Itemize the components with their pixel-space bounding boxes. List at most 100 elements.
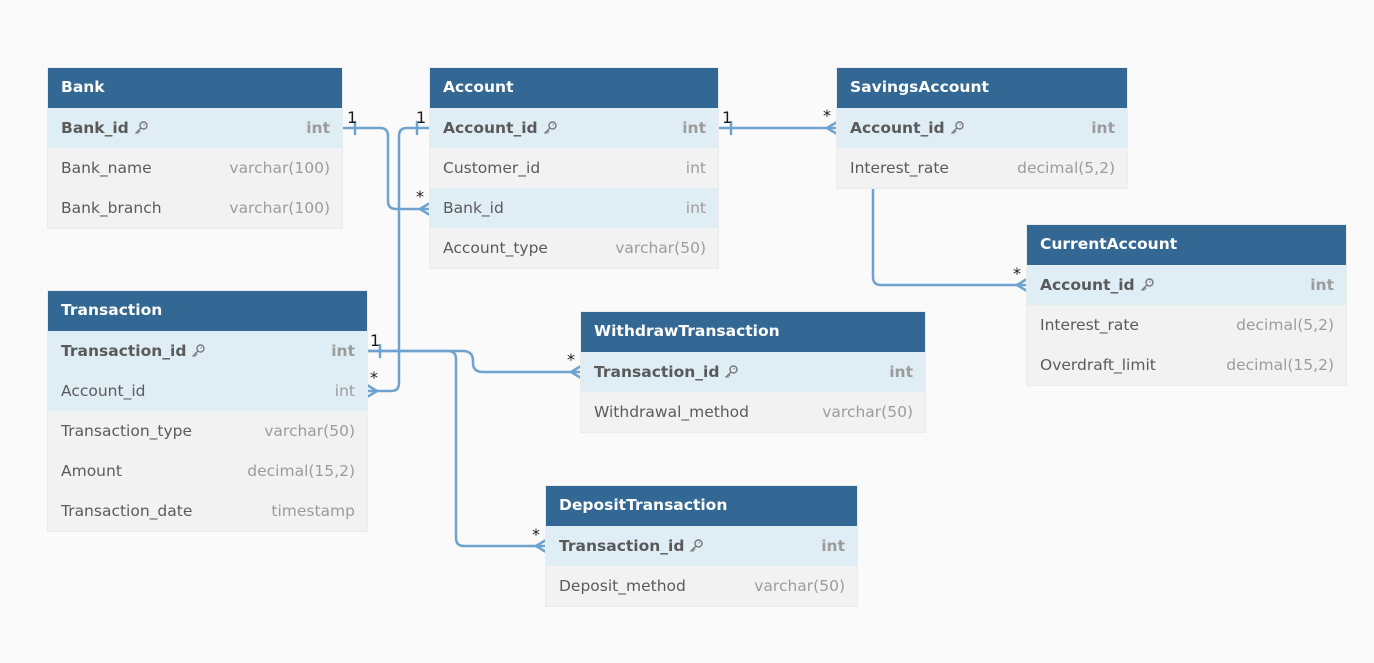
field-name-text: Interest_rate xyxy=(850,159,949,177)
field-type: decimal(15,2) xyxy=(1226,356,1334,374)
field-row[interactable]: Interest_rate decimal(5,2) xyxy=(1027,305,1346,345)
field-name: Account_id xyxy=(1040,276,1155,294)
link-transaction-deposit[interactable] xyxy=(365,349,548,548)
field-name: Account_type xyxy=(443,239,548,257)
field-name: Transaction_id xyxy=(61,342,206,360)
field-name-text: Account_id xyxy=(61,382,146,400)
field-row[interactable]: Bank_name varchar(100) xyxy=(48,148,342,188)
field-type: decimal(5,2) xyxy=(1236,316,1334,334)
field-type: varchar(100) xyxy=(229,159,330,177)
primary-key-row[interactable]: Transaction_id int xyxy=(546,526,857,566)
many-marker xyxy=(569,364,583,380)
link-transaction-withdraw[interactable] xyxy=(365,349,583,374)
field-name-text: Transaction_id xyxy=(559,537,685,555)
field-name: Amount xyxy=(61,462,122,480)
field-name: Account_id xyxy=(61,382,145,400)
table-header[interactable]: SavingsAccount xyxy=(837,68,1127,108)
field-type: int xyxy=(685,199,706,217)
field-row[interactable]: Account_id int xyxy=(48,371,367,411)
field-name: Bank_name xyxy=(61,159,152,177)
table-header[interactable]: DepositTransaction xyxy=(546,486,857,526)
field-type: varchar(50) xyxy=(822,403,913,421)
field-name-text: Transaction_id xyxy=(61,342,187,360)
field-name-text: Transaction_type xyxy=(61,422,193,440)
key-icon xyxy=(190,343,206,359)
field-type: timestamp xyxy=(271,502,355,520)
cardinality-label: 1 xyxy=(370,331,380,350)
cardinality-label: * xyxy=(1013,264,1021,283)
key-icon xyxy=(723,364,739,380)
field-type: int xyxy=(685,159,706,177)
link-savings-current[interactable] xyxy=(871,186,1029,287)
key-icon xyxy=(133,120,149,136)
many-marker xyxy=(534,538,548,554)
field-type: int xyxy=(334,382,355,400)
field-row[interactable]: Transaction_date timestamp xyxy=(48,491,367,531)
field-name: Deposit_method xyxy=(559,577,686,595)
many-marker xyxy=(418,201,432,217)
primary-key-row[interactable]: Account_id int xyxy=(1027,265,1346,305)
primary-key-row[interactable]: Transaction_id int xyxy=(581,352,925,392)
cardinality-label: * xyxy=(567,350,575,369)
table-header[interactable]: WithdrawTransaction xyxy=(581,312,925,352)
primary-key-row[interactable]: Account_id int xyxy=(430,108,718,148)
field-type: int xyxy=(821,537,845,555)
field-type: int xyxy=(1091,119,1115,137)
table-header[interactable]: Account xyxy=(430,68,718,108)
primary-key-row[interactable]: Account_id int xyxy=(837,108,1127,148)
field-name-text: Overdraft_limit xyxy=(1040,356,1156,374)
field-name-text: Customer_id xyxy=(443,159,541,177)
field-row[interactable]: Customer_id int xyxy=(430,148,718,188)
link-account-transaction[interactable] xyxy=(365,126,432,393)
cardinality-label: 1 xyxy=(347,108,357,127)
field-row[interactable]: Overdraft_limit decimal(15,2) xyxy=(1027,345,1346,385)
field-name: Bank_id xyxy=(61,119,149,137)
field-name-text: Account_type xyxy=(443,239,548,257)
field-name: Interest_rate xyxy=(1040,316,1139,334)
field-name-text: Account_id xyxy=(443,119,538,137)
primary-key-row[interactable]: Bank_id int xyxy=(48,108,342,148)
key-icon xyxy=(542,120,558,136)
field-row[interactable]: Bank_id int xyxy=(430,188,718,228)
many-marker xyxy=(1015,277,1029,293)
primary-key-row[interactable]: Transaction_id int xyxy=(48,331,367,371)
field-name-text: Transaction_date xyxy=(61,502,193,520)
table-header[interactable]: CurrentAccount xyxy=(1027,225,1346,265)
field-type: int xyxy=(1310,276,1334,294)
field-name: Transaction_id xyxy=(594,363,739,381)
cardinality-label: 1 xyxy=(416,108,426,127)
table-header[interactable]: Bank xyxy=(48,68,342,108)
field-name: Account_id xyxy=(443,119,558,137)
many-marker xyxy=(365,383,379,399)
key-icon xyxy=(949,120,965,136)
field-name: Account_id xyxy=(850,119,965,137)
field-name-text: Interest_rate xyxy=(1040,316,1139,334)
field-type: varchar(50) xyxy=(754,577,845,595)
field-type: int xyxy=(306,119,330,137)
field-type: int xyxy=(682,119,706,137)
many-marker xyxy=(825,120,839,136)
field-name: Bank_id xyxy=(443,199,504,217)
field-row[interactable]: Deposit_method varchar(50) xyxy=(546,566,857,606)
table-header[interactable]: Transaction xyxy=(48,291,367,331)
key-icon xyxy=(1139,277,1155,293)
field-name: Transaction_id xyxy=(559,537,704,555)
field-name: Overdraft_limit xyxy=(1040,356,1156,374)
field-type: int xyxy=(331,342,355,360)
field-type: int xyxy=(889,363,913,381)
link-bank-account[interactable] xyxy=(340,126,432,211)
